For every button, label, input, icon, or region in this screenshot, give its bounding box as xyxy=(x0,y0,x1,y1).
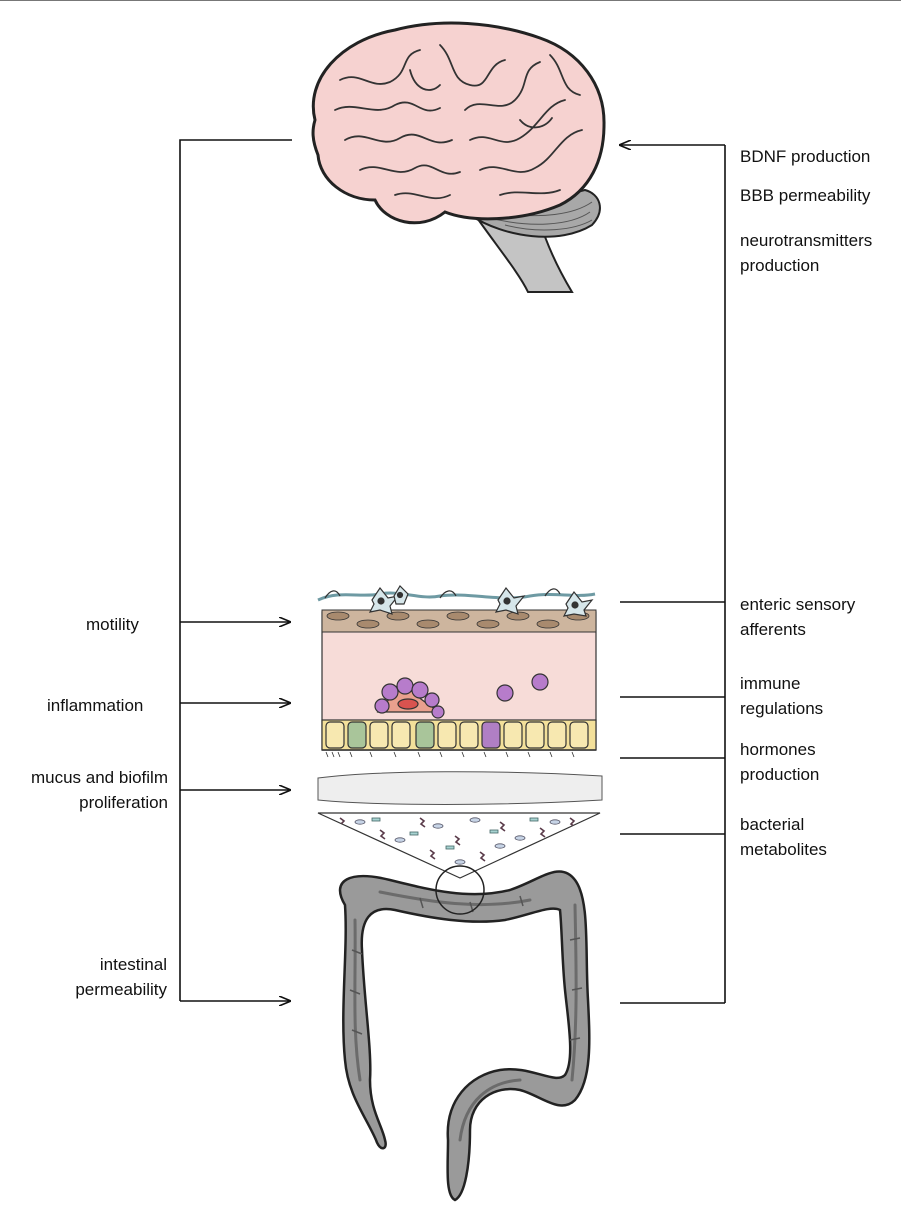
colon xyxy=(340,871,589,1200)
label-permeability-line1: intestinal xyxy=(0,952,167,977)
label-mucus-line2: proliferation xyxy=(0,790,168,815)
label-bdnf: BDNF production xyxy=(740,144,870,169)
cerebrum xyxy=(313,23,604,223)
label-immune-line2: regulations xyxy=(740,696,823,721)
intestinal-wall-section xyxy=(318,586,602,878)
label-motility: motility xyxy=(86,612,139,637)
label-mucus-line1: mucus and biofilm xyxy=(0,765,168,790)
epithelium-layer xyxy=(322,720,596,757)
label-neuro-line1: neurotransmitters xyxy=(740,228,872,253)
left-bracket-line xyxy=(180,140,292,1001)
label-hormones-line1: hormones xyxy=(740,737,816,762)
label-bbb: BBB permeability xyxy=(740,183,870,208)
colon-illustration xyxy=(340,866,589,1200)
label-immune-line1: immune xyxy=(740,671,800,696)
label-neuro-line2: production xyxy=(740,253,819,278)
label-hormones-line2: production xyxy=(740,762,819,787)
mucus-layer xyxy=(318,772,602,805)
label-inflammation: inflammation xyxy=(47,693,143,718)
label-bacterial-line1: bacterial xyxy=(740,812,804,837)
brain-illustration xyxy=(313,23,604,292)
label-enteric-line2: afferents xyxy=(740,617,806,642)
label-permeability-line2: permeability xyxy=(0,977,167,1002)
label-enteric-line1: enteric sensory xyxy=(740,592,855,617)
label-bacterial-line2: metabolites xyxy=(740,837,827,862)
